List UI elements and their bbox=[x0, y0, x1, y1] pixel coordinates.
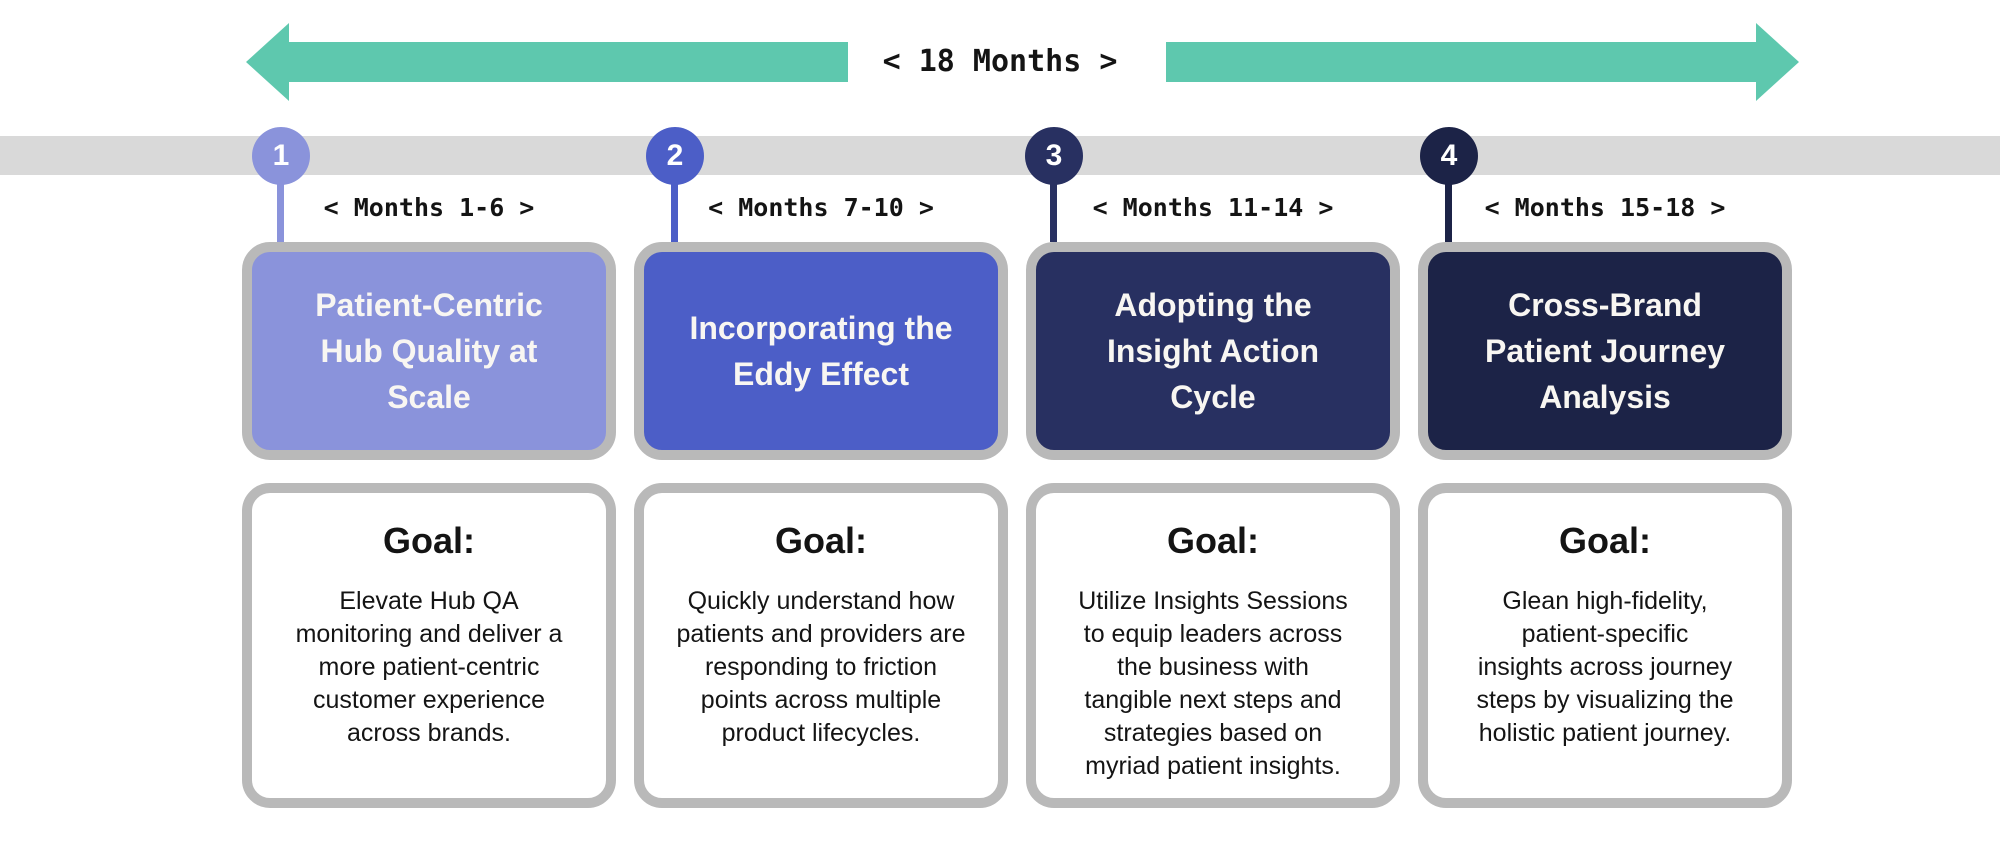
phase-4-months-label: < Months 15-18 > bbox=[1484, 193, 1726, 222]
phase-4-goal-heading: Goal: bbox=[1558, 520, 1651, 561]
phase-4-connector bbox=[1445, 156, 1452, 242]
arrow-left-shaft bbox=[289, 42, 848, 82]
arrow-left-icon bbox=[246, 23, 289, 101]
phase-3-goal-heading: Goal: bbox=[1166, 520, 1259, 561]
phase-2-goal-heading: Goal: bbox=[774, 520, 867, 561]
phase-4-goal-box: Goal: Glean high-fidelity,patient-specif… bbox=[1418, 483, 1792, 808]
timeline-arrow-left bbox=[246, 23, 848, 101]
timeline-arrow-right bbox=[1166, 23, 1799, 101]
phase-3-connector bbox=[1050, 156, 1057, 242]
phase-1-marker: 1 bbox=[252, 127, 310, 185]
duration-label: < 18 Months > bbox=[882, 44, 1118, 79]
timeline-track bbox=[0, 136, 2000, 175]
phase-4-marker: 4 bbox=[1420, 127, 1478, 185]
phase-3-months-label: < Months 11-14 > bbox=[1092, 193, 1334, 222]
phase-1-months-label: < Months 1-6 > bbox=[323, 193, 535, 222]
arrow-right-shaft bbox=[1166, 42, 1756, 82]
phase-2-months-label: < Months 7-10 > bbox=[708, 193, 934, 222]
arrow-right-icon bbox=[1756, 23, 1799, 101]
phase-1-goal-heading: Goal: bbox=[382, 520, 475, 561]
phase-1-connector bbox=[277, 156, 284, 242]
phase-2-connector bbox=[671, 156, 678, 242]
phase-2-marker: 2 bbox=[646, 127, 704, 185]
phase-3-marker: 3 bbox=[1025, 127, 1083, 185]
